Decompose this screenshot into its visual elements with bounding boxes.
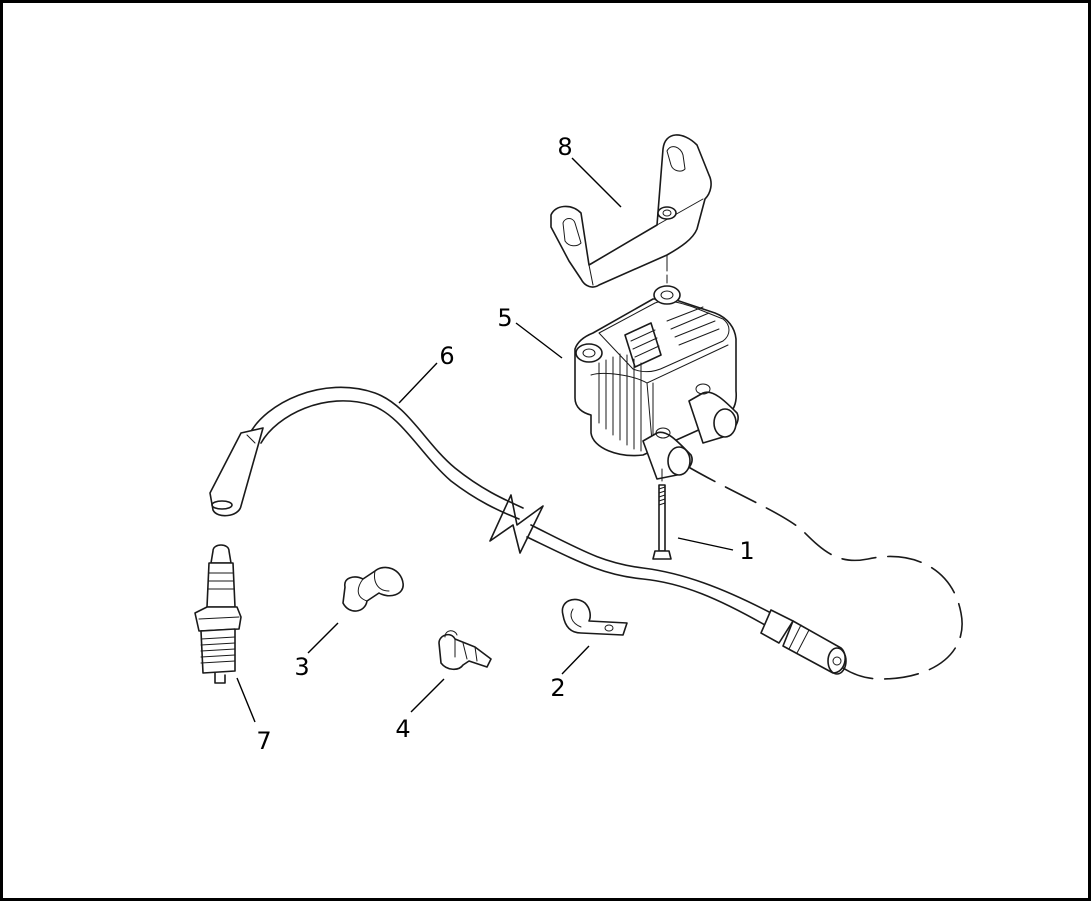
leader-line-8 (571, 157, 622, 208)
leader-line-6 (398, 362, 438, 404)
ignition-parts-diagram: 1 2 3 4 5 6 7 8 (194, 133, 963, 755)
leader-line-3 (307, 622, 339, 654)
leader-line-4 (410, 678, 445, 713)
spark-plug (194, 544, 242, 684)
callout-6: 6 (439, 342, 454, 370)
leader-line-5 (515, 322, 563, 359)
leader-line-7 (236, 677, 256, 723)
p-clamp-2 (561, 598, 628, 636)
callout-4: 4 (395, 715, 410, 743)
ignition-coil (574, 285, 739, 480)
spark-plug-cable (209, 386, 847, 675)
callout-2: 2 (550, 674, 565, 702)
callout-3: 3 (294, 653, 309, 681)
callout-7: 7 (256, 727, 271, 755)
coil-mounting-bolt (652, 484, 672, 560)
callout-1: 1 (739, 537, 754, 565)
cable-clip-3 (342, 566, 404, 612)
callout-5: 5 (497, 304, 512, 332)
leader-line-1 (677, 537, 734, 551)
leader-line-2 (561, 645, 590, 675)
callout-8: 8 (557, 133, 572, 161)
cable-routing-dashed-path (684, 464, 963, 680)
coil-mounting-bracket (550, 134, 712, 288)
cable-holder-4 (438, 630, 492, 671)
